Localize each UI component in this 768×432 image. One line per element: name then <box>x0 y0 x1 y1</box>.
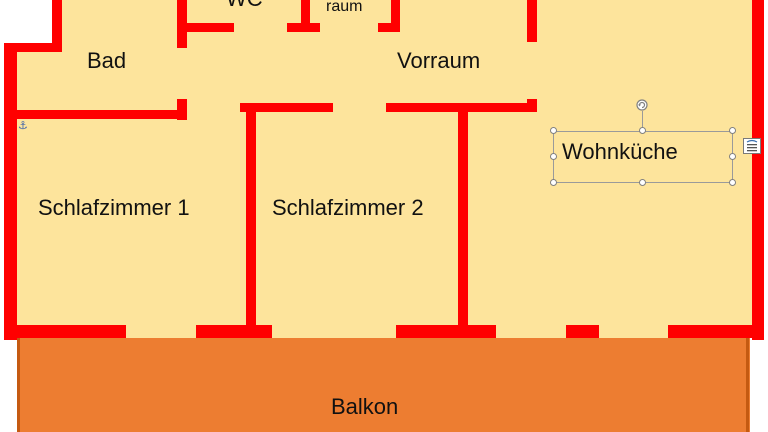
room-label-abstellraum[interactable]: raum <box>326 0 363 15</box>
rotate-connector <box>642 111 643 131</box>
wall-schlaf2-top <box>240 103 333 112</box>
wall-abstell-bottom-right <box>378 23 400 32</box>
wall-wc-left <box>177 0 187 48</box>
resize-handle-top[interactable] <box>639 127 646 134</box>
wall-wohnkueche-divider <box>458 103 468 338</box>
selection-frame[interactable] <box>553 131 733 183</box>
wall-bottom-3 <box>396 325 496 338</box>
wall-outer-right <box>752 0 764 340</box>
resize-handle-bottom-right[interactable] <box>729 179 736 186</box>
wall-wc-bottom <box>187 23 234 32</box>
wall-bottom-2 <box>196 325 272 338</box>
anchor-icon: ⚓ <box>18 120 28 132</box>
balcony-edge-right <box>746 338 749 432</box>
balcony-edge-left <box>17 338 20 432</box>
wall-outer-left <box>4 44 17 340</box>
room-label-schlafzimmer-2[interactable]: Schlafzimmer 2 <box>272 195 424 220</box>
apartment-floor <box>4 0 764 338</box>
resize-handle-top-right[interactable] <box>729 127 736 134</box>
wall-abstell-right <box>391 0 400 32</box>
wall-corridor-stub <box>527 99 537 112</box>
resize-handle-bottom[interactable] <box>639 179 646 186</box>
wall-bad-bottom <box>17 110 181 119</box>
room-label-schlafzimmer-1[interactable]: Schlafzimmer 1 <box>38 195 190 220</box>
wall-outer-notch-top <box>4 43 62 52</box>
wall-bad-door-stub <box>177 99 187 120</box>
layout-options-icon[interactable] <box>743 138 761 154</box>
wall-outer-notch-right <box>52 0 62 52</box>
wall-vorraum-right-top <box>527 0 537 42</box>
balcony-area[interactable] <box>18 338 750 432</box>
resize-handle-left[interactable] <box>550 153 557 160</box>
wall-bottom-4 <box>566 325 599 338</box>
wall-bottom-5 <box>668 325 764 338</box>
wall-abstell-left <box>301 0 310 32</box>
wall-schlaf-divider <box>246 103 256 338</box>
room-label-balkon[interactable]: Balkon <box>331 394 399 419</box>
rotate-handle-icon[interactable] <box>635 98 649 112</box>
room-label-wc[interactable]: WC <box>226 0 263 10</box>
resize-handle-right[interactable] <box>729 153 736 160</box>
resize-handle-bottom-left[interactable] <box>550 179 557 186</box>
room-label-vorraum[interactable]: Vorraum <box>397 48 481 73</box>
wall-abstell-bottom-left <box>287 23 320 32</box>
wall-bottom-1 <box>4 325 126 338</box>
resize-handle-top-left[interactable] <box>550 127 557 134</box>
room-label-wohnkueche[interactable]: Wohnküche <box>562 139 678 164</box>
room-label-bad[interactable]: Bad <box>87 48 127 73</box>
